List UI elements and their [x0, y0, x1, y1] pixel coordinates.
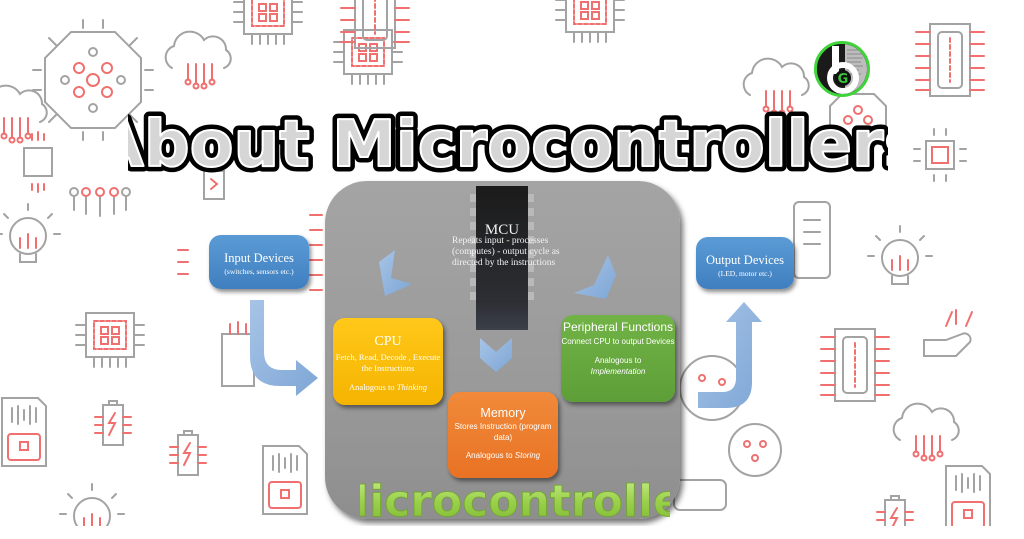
- microcontroller-label: Microcontroller: [360, 476, 670, 525]
- logo-letter: G: [838, 72, 849, 87]
- peripheral-functions-box: Peripheral Functions Connect CPU to outp…: [561, 315, 675, 402]
- input-devices-box: Input Devices (switches, sensors etc.): [209, 235, 309, 289]
- svg-text:About Microcontrollers: About Microcontrollers: [128, 108, 888, 182]
- chevron-down-icon: [480, 338, 512, 372]
- input-arrow-icon: [250, 300, 318, 396]
- page-title: About Microcontrollers About Microcontro…: [128, 104, 888, 184]
- mcu-chip-icon: [470, 186, 534, 330]
- input-devices-title: Input Devices: [224, 251, 294, 265]
- chevron-left-icon: [379, 250, 412, 296]
- svg-text:Microcontroller: Microcontroller: [360, 476, 670, 525]
- cpu-description: Fetch, Read, Decode , Execute the Instru…: [335, 352, 441, 373]
- brand-logo[interactable]: G: [814, 41, 870, 97]
- svg-text:About Microcontrollers: About Microcontrollers: [128, 108, 888, 182]
- cpu-box: CPU Fetch, Read, Decode , Execute the In…: [333, 318, 443, 405]
- peripheral-description: Connect CPU to output Devices: [561, 337, 675, 346]
- output-devices-title: Output Devices: [705, 253, 785, 267]
- output-arrow-icon: [698, 302, 762, 408]
- cpu-analogy: Analogous to Thinking: [349, 382, 427, 392]
- memory-analogy: Analogous to Storing: [465, 451, 541, 460]
- memory-box: Memory Stores Instruction (program data)…: [448, 392, 558, 478]
- memory-title: Memory: [480, 406, 526, 420]
- chevron-right-icon: [574, 255, 616, 299]
- cpu-title: CPU: [374, 334, 402, 349]
- logo-b-icon: G: [817, 44, 867, 94]
- input-devices-subtitle: (switches, sensors etc.): [224, 267, 294, 276]
- peripheral-title: Peripheral Functions: [562, 320, 674, 334]
- output-devices-subtitle: (LED, motor etc.): [718, 269, 772, 278]
- memory-description: Stores Instruction (program data): [454, 422, 552, 442]
- mcu-description: Repeats input - processes (computes) - o…: [452, 236, 560, 268]
- mcu-title: MCU: [484, 222, 520, 238]
- bottom-border: [0, 526, 1024, 539]
- output-devices-box: Output Devices (LED, motor etc.): [696, 237, 794, 289]
